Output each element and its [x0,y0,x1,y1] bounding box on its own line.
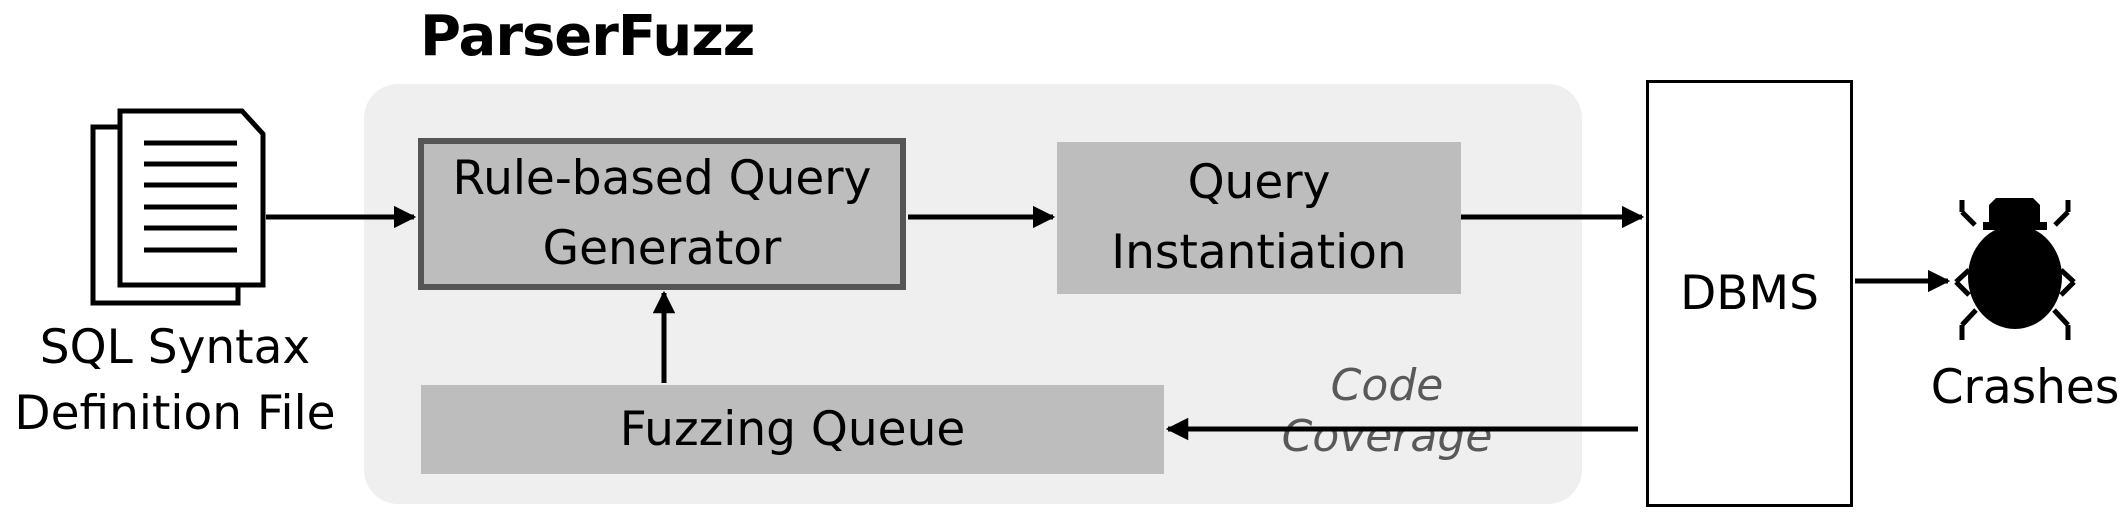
dbms-label: DBMS [1680,266,1819,321]
bug-icon [1954,198,2076,340]
fuzzing-queue-box: Fuzzing Queue [421,385,1164,474]
sql-syntax-label-line2: Definition File [14,386,336,441]
sql-syntax-label: SQL Syntax Definition File [0,315,350,447]
sql-syntax-label-line1: SQL Syntax [39,320,311,375]
dbms-box: DBMS [1646,80,1853,507]
rule-based-generator-line2: Generator [542,221,782,276]
code-coverage-label: Code Coverage [1281,360,1493,462]
query-instantiation-line1: Query [1187,155,1331,210]
query-instantiation-box: Query Instantiation [1057,142,1461,294]
document-icon [90,108,266,306]
rule-based-query-generator-box: Rule-based Query Generator [418,138,906,290]
query-instantiation-line2: Instantiation [1111,225,1407,280]
fuzzing-queue-label: Fuzzing Queue [619,401,966,457]
crashes-label: Crashes [1930,360,2120,415]
diagram-title: ParserFuzz [420,4,755,69]
rule-based-generator-line1: Rule-based Query [452,151,872,206]
